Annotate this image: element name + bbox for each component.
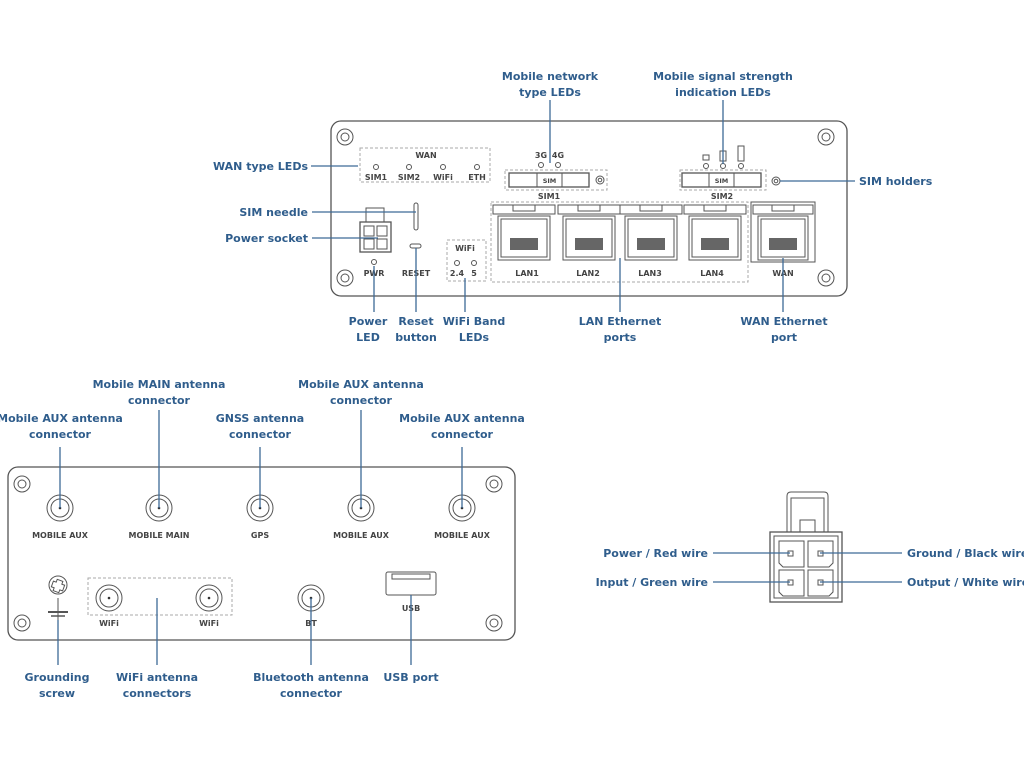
label-lan-ports: ports	[604, 331, 637, 344]
label-mobile-main: Mobile MAIN antenna	[93, 378, 226, 391]
back-panel: MOBILE AUX MOBILE MAIN GPS MOBILE AUX MOBILE…	[0, 378, 525, 700]
wan-type-leds: WAN SIM1 SIM2 WiFi ETH	[359, 147, 491, 183]
sim1-holder: 3G 4G SIM SIM1	[504, 151, 608, 201]
rj45-port-icon	[557, 204, 621, 261]
label-mobile-aux-2: connector	[330, 394, 393, 407]
lan-label: LAN1	[515, 269, 539, 278]
lan-ports	[490, 201, 749, 283]
rj45-port-icon	[492, 204, 556, 261]
led-label: SIM1	[365, 173, 388, 182]
wifi-text: WiFi	[199, 619, 219, 628]
led-label: WiFi	[433, 173, 453, 182]
label-mobile-signal: Mobile signal strength	[653, 70, 793, 83]
label-mobile-signal: indication LEDs	[675, 86, 771, 99]
label-power-red: Power / Red wire	[603, 547, 708, 560]
label-input-green: Input / Green wire	[596, 576, 708, 589]
power-connector: Power / Red wire Ground / Black wire Inp…	[596, 491, 1024, 603]
label-sim-needle: SIM needle	[239, 206, 308, 219]
label-sim-holders: SIM holders	[859, 175, 933, 188]
label-power-led: LED	[356, 331, 380, 344]
label-wifi-band: LEDs	[459, 331, 490, 344]
label-mobile-aux-3: connector	[431, 428, 494, 441]
antenna-label: MOBILE AUX	[333, 531, 390, 540]
label-bluetooth: Bluetooth antenna	[253, 671, 369, 684]
sim2-text: SIM2	[711, 192, 733, 201]
band-label: 5	[471, 269, 477, 278]
label-reset-button: Reset	[398, 315, 433, 328]
leader-lines	[57, 410, 463, 665]
antenna-connector-icon	[95, 584, 123, 612]
antenna-label: MOBILE AUX	[32, 531, 89, 540]
led-label: ETH	[468, 173, 486, 182]
label-ground-black: Ground / Black wire	[907, 547, 1024, 560]
label-reset-button: button	[395, 331, 437, 344]
sim1-text: SIM1	[538, 192, 561, 201]
ground-symbol-icon	[48, 598, 68, 620]
label-grounding: Grounding	[24, 671, 89, 684]
label-grounding: screw	[39, 687, 75, 700]
grounding-screw	[48, 575, 68, 620]
leader-lines	[311, 100, 855, 312]
wifi-text: WiFi	[99, 619, 119, 628]
label-lan-ports: LAN Ethernet	[579, 315, 662, 328]
antenna-connector-icon	[195, 584, 223, 612]
label-wifi-band: WiFi Band	[443, 315, 506, 328]
label-usb-port: USB port	[383, 671, 438, 684]
label-mobile-network-type: type LEDs	[519, 86, 581, 99]
antenna-label: MOBILE AUX	[434, 531, 491, 540]
front-panel: WAN SIM1 SIM2 WiFi ETH 3G 4G SIM SIM1	[213, 70, 933, 344]
antenna-label: MOBILE MAIN	[128, 531, 189, 540]
band-label: 2.4	[450, 269, 465, 278]
lan-label: LAN3	[638, 269, 662, 278]
pwr-led	[371, 259, 377, 265]
label-gnss: GNSS antenna	[216, 412, 304, 425]
rj45-port-icon	[683, 204, 747, 261]
wan-text: WAN	[415, 151, 436, 160]
label-mobile-aux-3: Mobile AUX antenna	[399, 412, 525, 425]
label-wan-type-leds: WAN type LEDs	[213, 160, 308, 173]
lan-label: LAN4	[700, 269, 724, 278]
wifi-connectors-box	[87, 577, 233, 616]
led-label: SIM2	[398, 173, 420, 182]
wifi-band-leds: WiFi 2.4 5	[446, 239, 487, 282]
sim-text: SIM	[543, 177, 557, 185]
rj45-port-icon	[619, 204, 683, 261]
label-mobile-aux-1: Mobile AUX antenna	[0, 412, 123, 425]
label-bluetooth: connector	[280, 687, 343, 700]
label-wan-port: port	[771, 331, 797, 344]
label-output-white: Output / White wire	[907, 576, 1024, 589]
power-socket	[359, 207, 392, 253]
label-mobile-aux-2: Mobile AUX antenna	[298, 378, 424, 391]
label-wan-port: WAN Ethernet	[740, 315, 827, 328]
label-gnss: connector	[229, 428, 292, 441]
label-mobile-aux-1: connector	[29, 428, 92, 441]
sim2-holder: SIM SIM2	[679, 145, 781, 201]
label-wifi-connectors: connectors	[123, 687, 192, 700]
led-label: 3G	[535, 151, 547, 160]
label-mobile-main: connector	[128, 394, 191, 407]
label-power-socket: Power socket	[225, 232, 308, 245]
label-mobile-network-type: Mobile network	[502, 70, 599, 83]
led-label: 4G	[552, 151, 564, 160]
sim-needle	[413, 202, 419, 231]
antenna-label: GPS	[251, 531, 269, 540]
label-wifi-connectors: WiFi antenna	[116, 671, 198, 684]
screw-icon	[13, 475, 503, 632]
wifi-text: WiFi	[455, 244, 475, 253]
screw-icon	[336, 128, 835, 287]
label-power-led: Power	[349, 315, 388, 328]
sim-text: SIM	[715, 177, 729, 185]
lan-label: LAN2	[576, 269, 600, 278]
